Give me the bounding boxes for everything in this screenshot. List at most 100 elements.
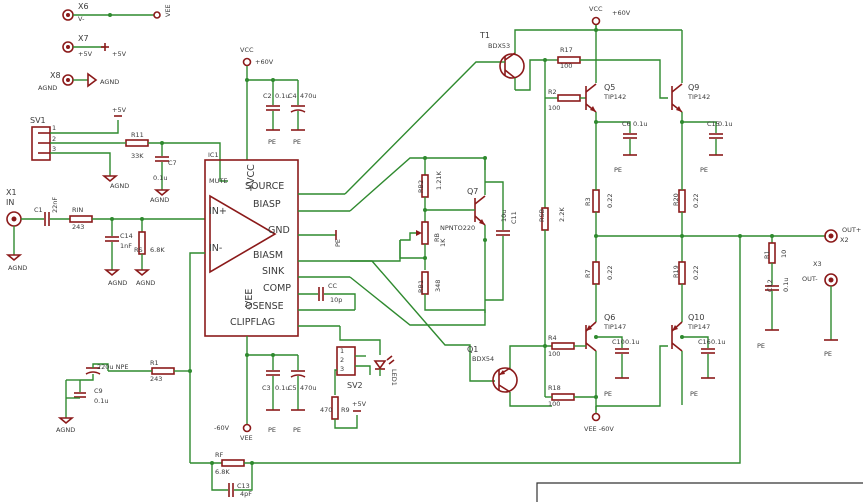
svg-text:220u NPE: 220u NPE bbox=[97, 363, 128, 371]
svg-text:AGND: AGND bbox=[150, 196, 169, 204]
resistor-r9: +5V 470 R9 bbox=[320, 396, 367, 429]
svg-text:RB1: RB1 bbox=[417, 280, 425, 293]
drawing-frame bbox=[536, 482, 863, 502]
svg-text:100: 100 bbox=[548, 350, 560, 358]
svg-text:T1: T1 bbox=[479, 31, 490, 40]
header-sv1: SV1 1 2 3 +5V AGND bbox=[30, 106, 129, 190]
svg-text:470u: 470u bbox=[300, 384, 317, 392]
svg-text:C6: C6 bbox=[622, 120, 631, 128]
svg-text:0.1u: 0.1u bbox=[275, 384, 289, 392]
led-led1: LED1 bbox=[373, 355, 398, 386]
svg-text:+60V: +60V bbox=[255, 58, 274, 66]
svg-text:C9: C9 bbox=[94, 387, 103, 395]
capacitor-c1: C1 22nF bbox=[21, 197, 70, 226]
capacitor-c7: AGND C7 0.1u bbox=[150, 143, 177, 204]
svg-text:PE: PE bbox=[614, 166, 622, 174]
svg-text:RSB: RSB bbox=[538, 209, 546, 222]
svg-text:0.1u: 0.1u bbox=[275, 92, 289, 100]
x7-net: +5V bbox=[78, 50, 93, 58]
connector-x6: X6 V- VEE bbox=[62, 2, 172, 23]
svg-text:PE: PE bbox=[334, 239, 342, 247]
svg-text:PE: PE bbox=[824, 350, 832, 358]
ic1-name: IC1 bbox=[208, 151, 219, 159]
resistor-r17: R17 100 bbox=[545, 46, 668, 99]
amplifier-ic1: IC1 +VCC SOURCE BIASP GND BIASM SINK COM… bbox=[204, 151, 299, 337]
svg-text:10p: 10p bbox=[330, 296, 342, 304]
svg-text:BDX54: BDX54 bbox=[472, 355, 494, 363]
svg-text:10: 10 bbox=[780, 250, 788, 258]
svg-text:6.8K: 6.8K bbox=[215, 468, 230, 476]
svg-text:0.1u: 0.1u bbox=[625, 338, 639, 346]
svg-text:AGND: AGND bbox=[108, 279, 127, 287]
resistor-r19: R19 0.22 bbox=[672, 261, 700, 322]
x6-net: V- bbox=[78, 15, 85, 23]
svg-text:Q10: Q10 bbox=[688, 313, 704, 322]
svg-text:243: 243 bbox=[150, 375, 162, 383]
svg-text:470u: 470u bbox=[300, 92, 317, 100]
svg-text:VCC: VCC bbox=[240, 46, 254, 54]
svg-text:0.1u: 0.1u bbox=[718, 120, 732, 128]
ic1-pin-comp: COMP bbox=[263, 283, 291, 294]
resistor-rin: RIN 243 bbox=[69, 206, 205, 231]
capacitor-c11-bias: C11 10u bbox=[485, 181, 518, 301]
svg-text:0.22: 0.22 bbox=[692, 194, 700, 208]
ic1-pin-inm: IN- bbox=[209, 243, 222, 254]
svg-text:0.22: 0.22 bbox=[606, 194, 614, 208]
transistor-t1: T1 BDX53 bbox=[344, 31, 547, 195]
connector-x7: X7 +5V +5V bbox=[62, 34, 127, 58]
capacitor-c13: C13 4pF bbox=[211, 463, 253, 498]
svg-text:243: 243 bbox=[72, 223, 84, 231]
svg-text:RB2: RB2 bbox=[417, 180, 425, 193]
svg-text:3: 3 bbox=[52, 145, 56, 153]
ic1-pin-osense: OSENSE bbox=[245, 301, 284, 312]
svg-text:TIP142: TIP142 bbox=[687, 93, 710, 101]
ic1-pin-sink: SINK bbox=[262, 266, 285, 277]
svg-text:1.21K: 1.21K bbox=[435, 171, 443, 190]
x1-name: X1 bbox=[6, 188, 17, 197]
svg-text:PE: PE bbox=[604, 390, 612, 398]
svg-text:AGND: AGND bbox=[110, 182, 129, 190]
svg-text:0.1u: 0.1u bbox=[782, 278, 790, 292]
svg-text:RS: RS bbox=[134, 246, 143, 254]
ic1-wiring: PE bbox=[189, 193, 355, 463]
capacitor-c6: PE C6 0.1u bbox=[596, 120, 647, 174]
svg-text:VEE -60V: VEE -60V bbox=[584, 425, 614, 433]
svg-text:C11: C11 bbox=[510, 211, 518, 224]
resistor-r10: PE R1 10 C12 0.1u bbox=[757, 236, 790, 350]
svg-text:R20: R20 bbox=[672, 193, 680, 206]
svg-text:C15: C15 bbox=[707, 120, 720, 128]
connector-x1: AGND X1 IN bbox=[5, 188, 27, 272]
svg-text:OUT+: OUT+ bbox=[842, 226, 861, 234]
resistor-rb1: RB1 348 bbox=[417, 271, 486, 313]
ic1-pin-vcc: +VCC bbox=[246, 164, 257, 192]
capacitor-c15: PE C15 0.1u bbox=[682, 120, 732, 174]
svg-text:AGND: AGND bbox=[56, 426, 75, 434]
ic1-pin-inp: IN+ bbox=[209, 206, 227, 217]
svg-text:R3: R3 bbox=[584, 197, 592, 206]
svg-text:100: 100 bbox=[560, 62, 572, 70]
x1-sub: IN bbox=[6, 198, 14, 207]
transistor-q10: Q10 TIP147 bbox=[671, 313, 710, 405]
connector-x2: OUT+ X2 bbox=[824, 226, 861, 244]
svg-text:R2: R2 bbox=[548, 88, 557, 96]
svg-text:R4: R4 bbox=[548, 334, 557, 342]
svg-text:TIP147: TIP147 bbox=[603, 323, 626, 331]
ic1-pin-mute: MUTE bbox=[209, 177, 227, 185]
transistor-q9: Q9 TIP142 bbox=[671, 83, 710, 180]
capacitor-c10: PE C10 0.1u bbox=[596, 336, 639, 398]
ic1-pin-clipflag: CLIPFLAG bbox=[230, 317, 275, 328]
svg-text:2: 2 bbox=[52, 135, 56, 143]
bias-wiring bbox=[349, 156, 487, 326]
svg-text:1nF: 1nF bbox=[120, 242, 132, 250]
svg-text:X2: X2 bbox=[840, 236, 849, 244]
svg-text:Q1: Q1 bbox=[467, 345, 478, 354]
svg-text:0.22: 0.22 bbox=[692, 266, 700, 280]
svg-text:R19: R19 bbox=[672, 265, 680, 278]
ic1-pin-source: SOURCE bbox=[245, 181, 284, 192]
svg-text:1: 1 bbox=[52, 124, 56, 132]
svg-text:C16: C16 bbox=[698, 338, 711, 346]
svg-text:0.1u: 0.1u bbox=[153, 174, 167, 182]
svg-text:RF: RF bbox=[215, 451, 224, 459]
svg-text:RIN: RIN bbox=[72, 206, 83, 214]
svg-text:AGND: AGND bbox=[136, 279, 155, 287]
